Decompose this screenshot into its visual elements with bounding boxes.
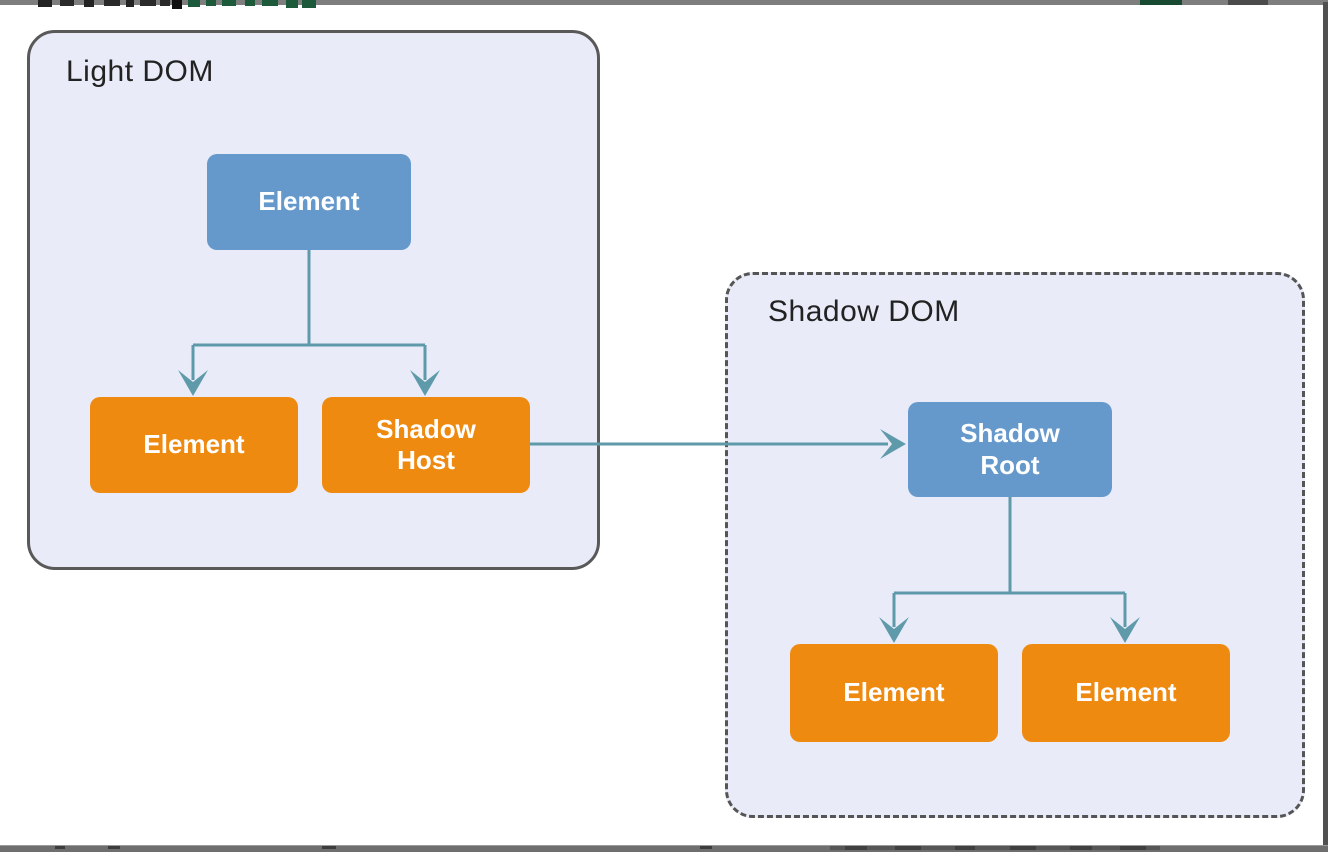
top-edge-fragment [84, 0, 94, 7]
shadow-dom-label: Shadow DOM [768, 295, 960, 328]
light-dom-container: Light DOM Element Element Shadow Host [27, 30, 600, 570]
top-edge-fragment [188, 0, 200, 7]
top-edge-fragment [60, 0, 74, 6]
bottom-edge-fragment [55, 846, 65, 849]
bottom-edge-fragment [1120, 846, 1146, 850]
node-element-child-label: Element [143, 429, 245, 460]
node-shadow-element-right: Element [1022, 644, 1230, 742]
top-edge-fragment [286, 0, 298, 8]
node-shadow-root-label: Shadow Root [960, 418, 1060, 480]
bottom-edge-line [0, 845, 1328, 846]
node-shadow-element-left: Element [790, 644, 998, 742]
top-edge-fragment [222, 0, 236, 6]
bottom-edge-fragment [322, 846, 336, 849]
top-edge-fragment [262, 0, 278, 6]
bottom-edge-fragment [700, 846, 712, 849]
bottom-edge-fragment [1070, 846, 1092, 850]
top-edge-fragment [1228, 0, 1268, 5]
bottom-edge-fragment [1010, 846, 1036, 850]
bottom-edge-fragment [895, 846, 921, 850]
shadow-dom-container: Shadow DOM Shadow Root Element Element [725, 272, 1305, 818]
node-shadow-root: Shadow Root [908, 402, 1112, 497]
top-edge-fragment [104, 0, 120, 6]
top-edge-fragment [1140, 0, 1182, 5]
node-shadow-element-right-label: Element [1075, 677, 1177, 708]
bottom-edge-fragment [955, 846, 975, 850]
top-edge-fragment [172, 0, 182, 9]
bottom-edge-fragment [108, 846, 120, 849]
node-shadow-element-left-label: Element [843, 677, 945, 708]
top-edge-fragment [160, 0, 170, 6]
top-edge-fragment [302, 0, 316, 8]
bottom-edge-artifact [0, 846, 1328, 852]
bottom-edge-fragment [845, 846, 867, 850]
bottom-edge-fragment [830, 846, 1160, 850]
node-shadow-host-label: Shadow Host [376, 413, 476, 475]
top-edge-fragment [140, 0, 156, 6]
node-element-root-label: Element [258, 186, 360, 217]
light-dom-label: Light DOM [66, 55, 214, 88]
top-edge-fragment [245, 0, 255, 6]
node-element-child: Element [90, 397, 298, 493]
top-edge-fragment [38, 0, 52, 7]
screen-right-border [1323, 2, 1328, 852]
node-shadow-host: Shadow Host [322, 397, 530, 493]
top-edge-fragment [206, 0, 216, 6]
top-edge-fragment [126, 0, 134, 7]
node-element-root: Element [207, 154, 411, 250]
top-edge-artifact [0, 0, 1328, 9]
